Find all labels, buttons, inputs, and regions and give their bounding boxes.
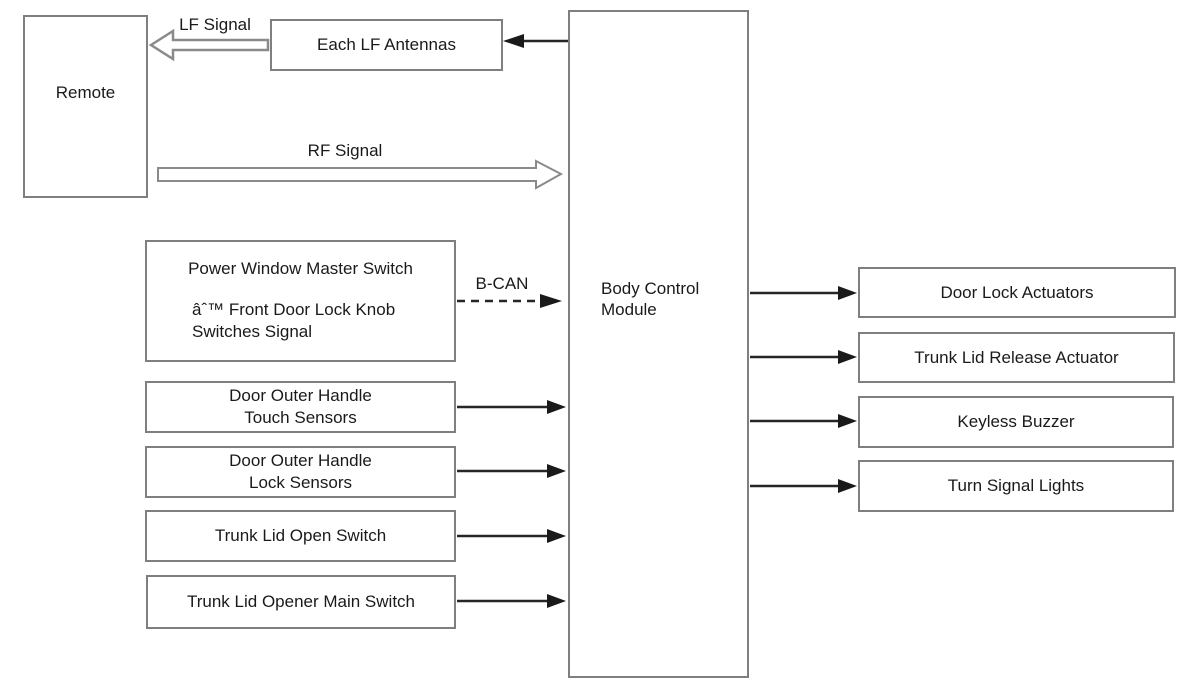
node-trunk-lid-open-switch: Trunk Lid Open Switch — [145, 510, 456, 562]
node-power-window-master-switch-subtext: âˆ™ Front Door Lock Knob Switches Signal — [192, 300, 396, 341]
node-body-control-module: Body Control Module — [568, 10, 749, 678]
node-body-control-module-label: Body Control Module — [601, 279, 700, 319]
node-keyless-buzzer-label: Keyless Buzzer — [957, 412, 1075, 432]
arrow-bcm-to-turn-signal-lights — [750, 479, 857, 493]
arrow-bcm-to-door-lock-actuators — [750, 286, 857, 300]
node-trunk-lid-open-switch-label: Trunk Lid Open Switch — [214, 526, 387, 546]
node-turn-signal-lights: Turn Signal Lights — [858, 460, 1174, 512]
lf-signal-label: LF Signal — [179, 15, 251, 34]
node-each-lf-antennas: Each LF Antennas — [270, 19, 503, 71]
rf-signal-hollow-arrow — [157, 159, 564, 190]
arrow-bcm-to-keyless-buzzer — [750, 414, 857, 428]
arrow-trunk-opener-main-to-bcm — [457, 594, 566, 608]
node-door-lock-actuators-label: Door Lock Actuators — [940, 282, 1094, 302]
rf-signal-label: RF Signal — [307, 141, 383, 160]
node-keyless-buzzer: Keyless Buzzer — [858, 396, 1174, 448]
node-door-outer-handle-touch-sensors: Door Outer Handle Touch Sensors — [145, 381, 456, 433]
node-trunk-lid-opener-main-switch: Trunk Lid Opener Main Switch — [146, 575, 456, 629]
node-turn-signal-lights-label: Turn Signal Lights — [947, 476, 1085, 496]
node-door-outer-handle-lock-sensors: Door Outer Handle Lock Sensors — [145, 446, 456, 498]
node-each-lf-antennas-label: Each LF Antennas — [317, 35, 456, 55]
arrow-touch-sensors-to-bcm — [457, 400, 566, 414]
arrow-bcm-to-trunk-lid-release — [750, 350, 857, 364]
node-trunk-lid-opener-main-switch-label: Trunk Lid Opener Main Switch — [186, 592, 416, 612]
node-door-outer-handle-lock-sensors-label: Door Outer Handle Lock Sensors — [229, 451, 372, 492]
node-power-window-master-switch-title: Power Window Master Switch — [188, 259, 413, 278]
arrow-trunk-open-switch-to-bcm — [457, 529, 566, 543]
b-can-label: B-CAN — [475, 274, 529, 293]
arrow-bcm-to-each-lf-antennas — [503, 34, 568, 48]
arrow-lock-sensors-to-bcm — [457, 464, 566, 478]
node-power-window-master-switch: Power Window Master Switch âˆ™ Front Doo… — [145, 240, 456, 362]
arrow-bcan-dashed — [457, 294, 562, 308]
node-trunk-lid-release-actuator-label: Trunk Lid Release Actuator — [914, 347, 1119, 367]
lf-signal-hollow-arrow — [148, 28, 270, 62]
node-door-outer-handle-touch-sensors-label: Door Outer Handle Touch Sensors — [229, 386, 372, 427]
node-trunk-lid-release-actuator: Trunk Lid Release Actuator — [858, 332, 1175, 383]
node-remote-label: Remote — [55, 82, 116, 102]
node-remote: Remote — [23, 15, 148, 198]
node-door-lock-actuators: Door Lock Actuators — [858, 267, 1176, 318]
